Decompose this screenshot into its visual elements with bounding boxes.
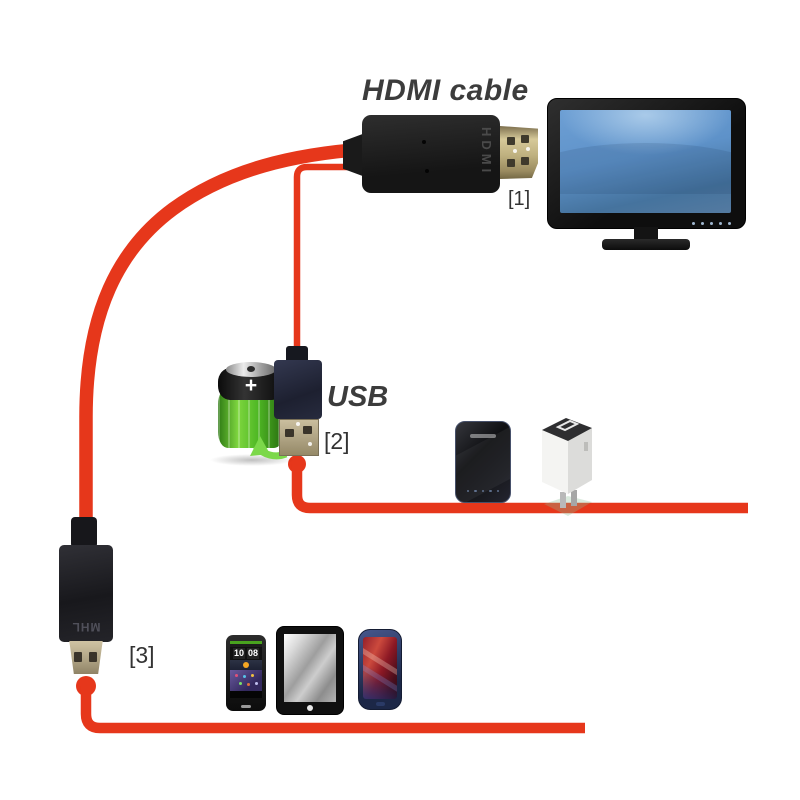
- label-1-monitor: [1]: [508, 188, 531, 210]
- monitor-buttons: [692, 222, 731, 225]
- hdmi-pin: [507, 159, 515, 167]
- usb-caption: USB: [327, 381, 389, 413]
- charger-indicator-dots: [456, 489, 510, 492]
- tablet: [276, 626, 344, 715]
- htc-weather-widget: [230, 660, 262, 670]
- micro-usb-slot: [89, 652, 97, 662]
- smartphone-htc: 10 08: [226, 635, 266, 711]
- charger-logo-mark: [470, 434, 496, 438]
- clock-minutes: 08: [247, 648, 260, 659]
- tablet-screen: [284, 634, 336, 702]
- tablet-home-button: [307, 705, 313, 711]
- clock-hours: 10: [232, 648, 245, 659]
- galaxy-home-button: [375, 702, 385, 706]
- hdmi-pin-highlight: [526, 147, 530, 151]
- htc-home-button: [241, 705, 251, 708]
- adapter-dot: [422, 140, 426, 144]
- micro-usb-to-device-line: [80, 686, 585, 734]
- micro-usb-connector-body: MHL: [59, 545, 113, 642]
- adapter-dot: [425, 169, 429, 173]
- hdmi-adapter-body: HDMI: [362, 115, 500, 193]
- wall-charger: [542, 418, 592, 516]
- mhl-marking-text: MHL: [71, 620, 101, 634]
- label-3-device: [3]: [129, 642, 155, 668]
- usb-to-charger-line: [291, 464, 748, 514]
- hdmi-pin: [521, 135, 529, 143]
- diagram-title: HDMI cable: [362, 74, 529, 107]
- usb-strain-relief: [286, 346, 308, 364]
- monitor: [547, 98, 746, 229]
- hdmi-plug-gold-tip: [500, 126, 538, 179]
- hdmi-pin: [521, 157, 529, 165]
- usb-contact-slot: [285, 429, 294, 437]
- htc-screen: 10 08: [230, 641, 262, 698]
- usb-highlight: [296, 422, 300, 426]
- galaxy-screen: [363, 637, 397, 699]
- hdmi-pin-highlight: [513, 149, 517, 153]
- micro-usb-slot: [74, 652, 82, 662]
- monitor-screen: [560, 110, 731, 213]
- micro-usb-strain-relief: [71, 517, 97, 548]
- usb-highlight: [308, 442, 312, 446]
- hdmi-pin: [507, 137, 515, 145]
- usb-power-lead: [293, 163, 352, 352]
- hdmi-marking-text: HDMI: [479, 127, 494, 177]
- monitor-stand-neck: [634, 227, 658, 240]
- usb-contact-slot: [303, 426, 312, 434]
- battery-cap: [226, 362, 276, 377]
- micro-usb-metal-tip: [69, 641, 103, 674]
- sun-icon: [243, 662, 249, 668]
- label-2-power: [2]: [324, 428, 350, 454]
- monitor-stand-base: [602, 239, 690, 250]
- htc-app-grid: [230, 670, 262, 691]
- smartphone-galaxy: [358, 629, 402, 710]
- usb-connector-body: [274, 360, 322, 419]
- htc-clock: 10 08: [230, 647, 262, 660]
- main-red-cable: [79, 142, 373, 529]
- usb-metal-plug: [279, 419, 319, 456]
- portable-charger: [455, 421, 511, 503]
